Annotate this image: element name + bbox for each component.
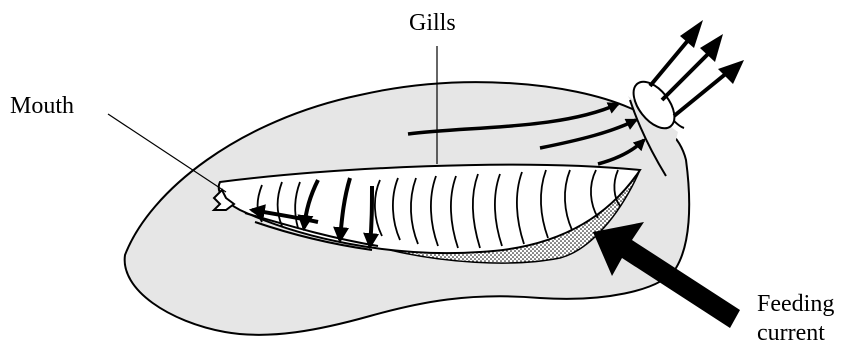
gills-label: Gills <box>409 10 456 36</box>
feeding-current-label-line2: current <box>757 320 825 346</box>
mouth-leader-line <box>108 114 226 192</box>
feeding-current-label-line1: Feeding <box>757 291 834 317</box>
mouth-label: Mouth <box>10 93 74 119</box>
